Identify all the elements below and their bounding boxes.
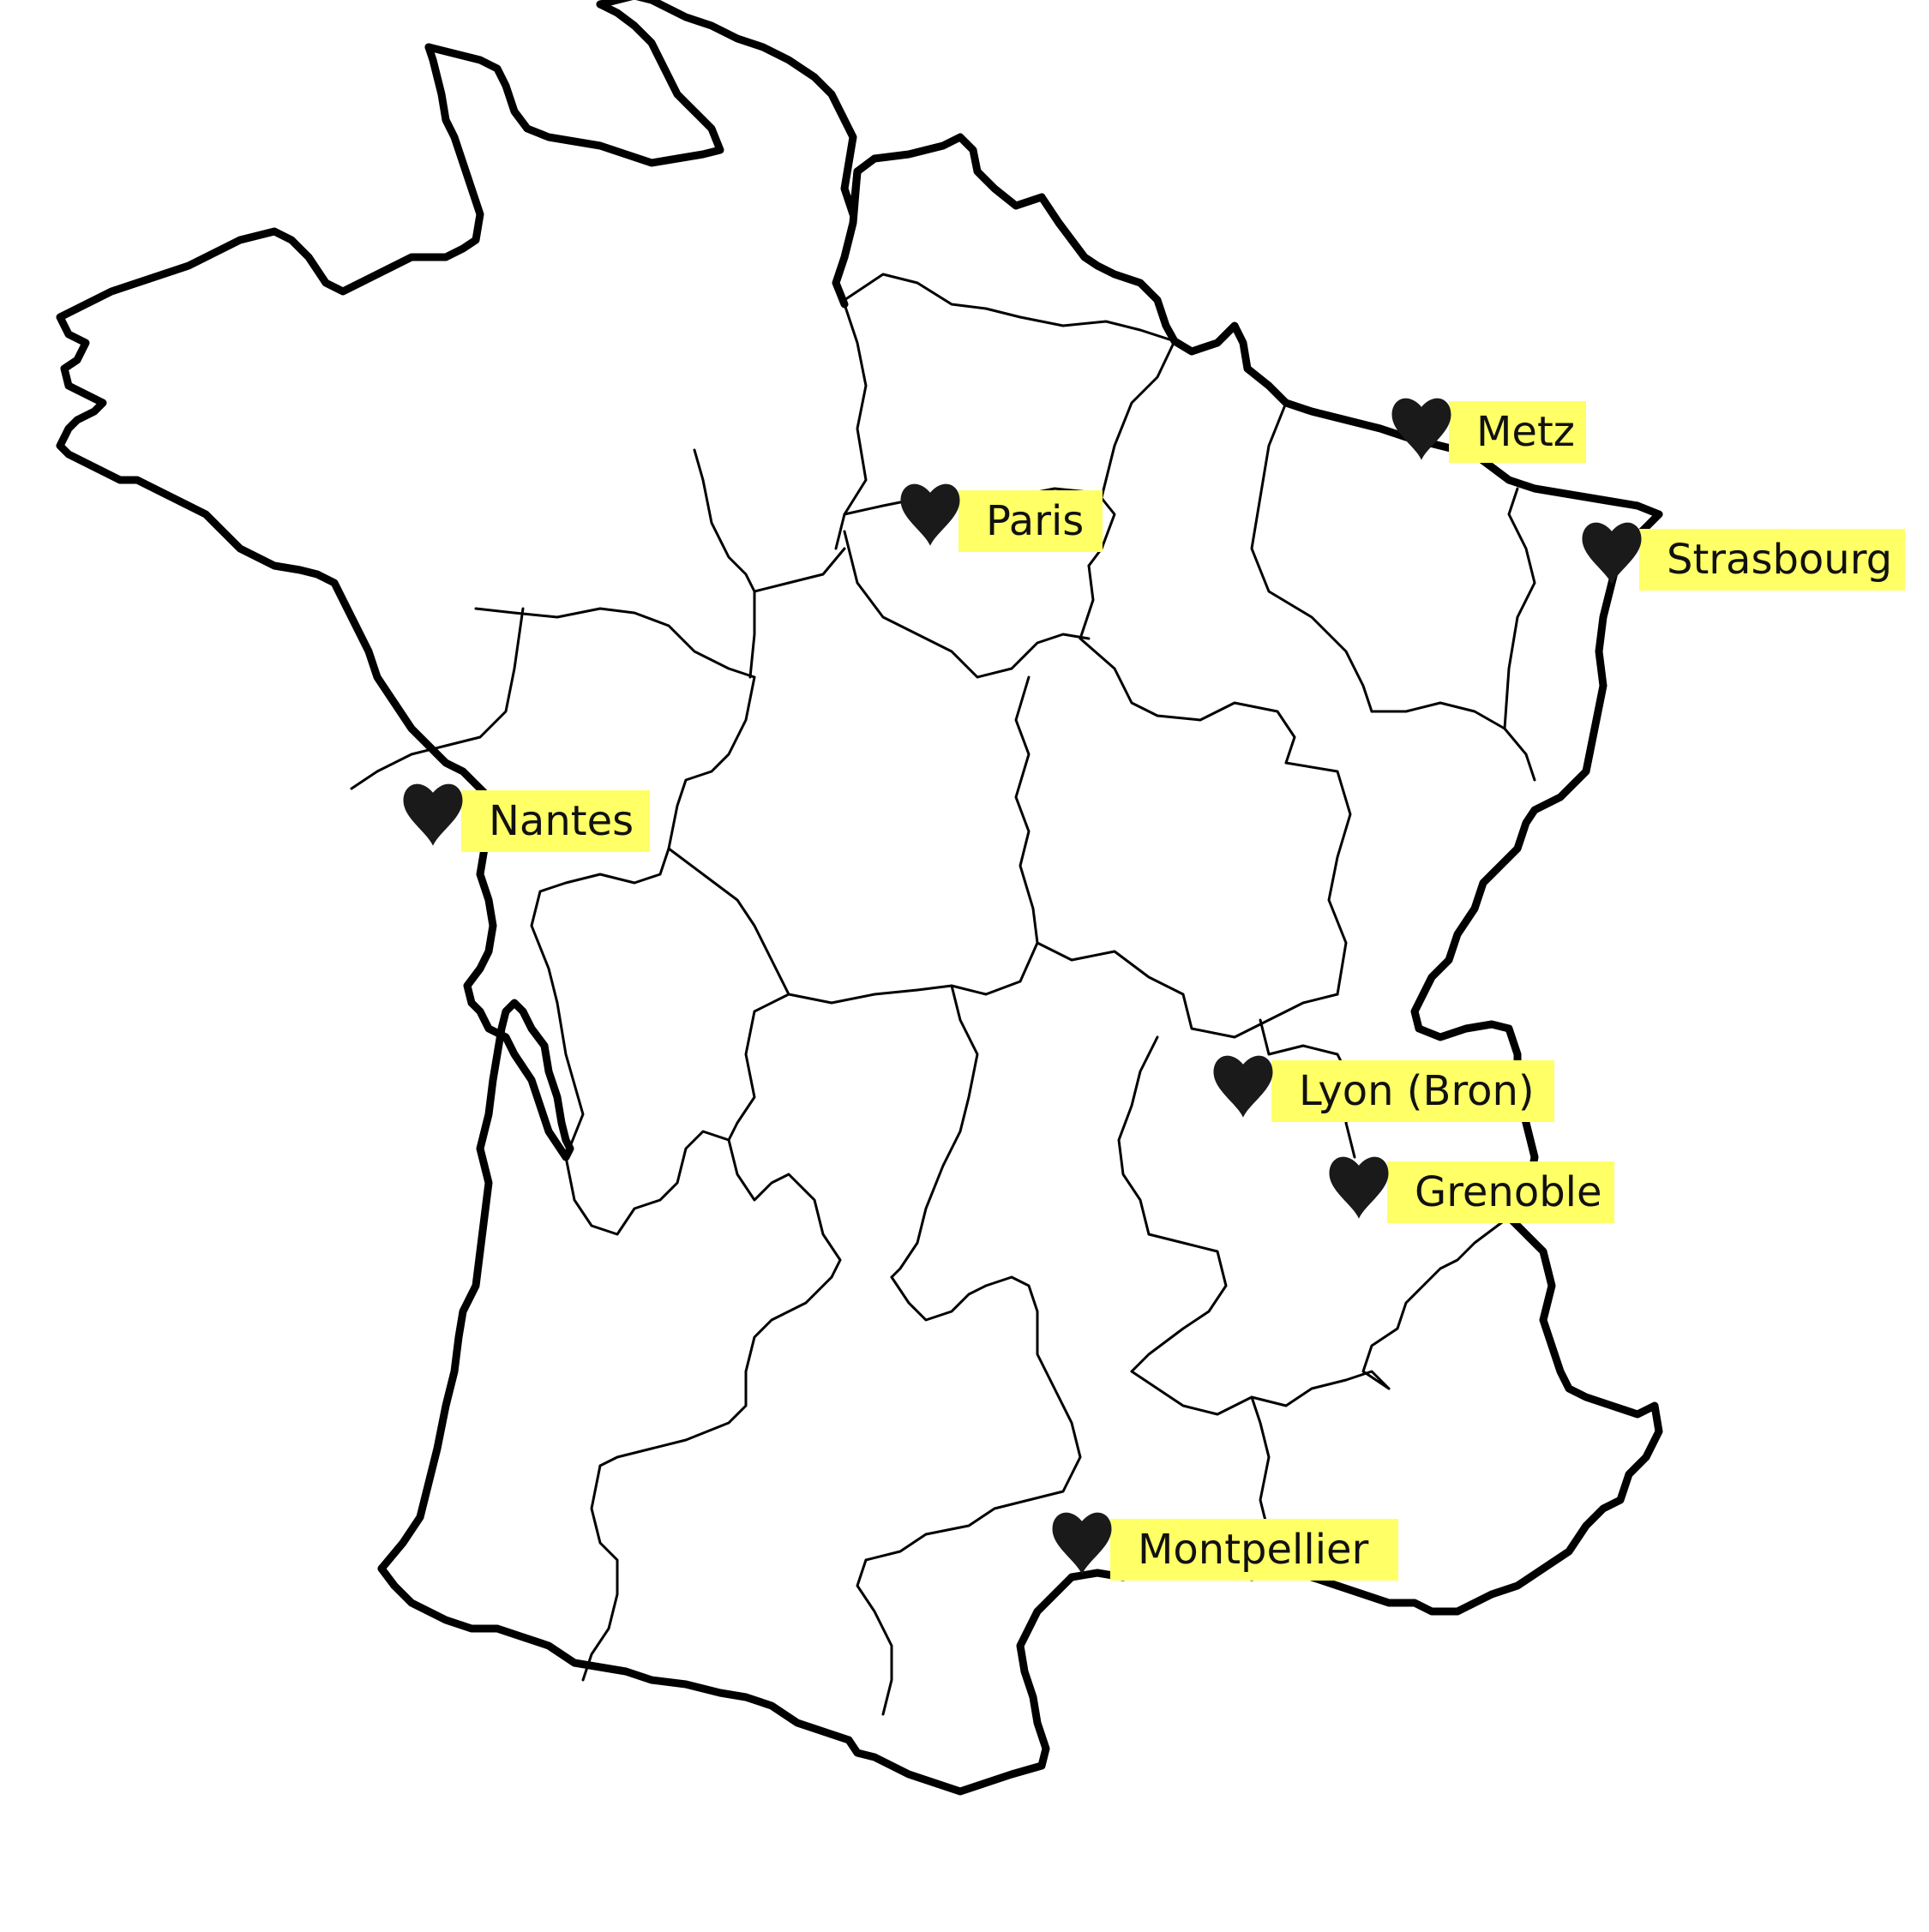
border-grand-est-west — [1079, 637, 1296, 765]
city-marker-metz: Metz — [1391, 398, 1586, 463]
region-borders — [350, 273, 1536, 1716]
outline-normandy — [424, 0, 724, 167]
border-auvergne-west — [890, 1275, 1039, 1322]
city-name: Metz — [1476, 408, 1575, 456]
heart-icon — [900, 483, 960, 546]
heart-icon — [1391, 398, 1451, 460]
city-label-highlight — [958, 490, 1103, 552]
city-name: Paris — [986, 497, 1084, 545]
border-bfc-south — [1036, 941, 1339, 1039]
border-poitou — [556, 1001, 730, 1236]
border-pays-loire-south — [530, 873, 636, 1005]
border-idf-grandest — [1079, 564, 1095, 640]
city-name: Grenoble — [1415, 1168, 1602, 1216]
outline-atlantic — [313, 570, 574, 1573]
outline-brittany — [56, 43, 484, 579]
heart-icon — [1052, 1512, 1112, 1575]
border-idf-east — [1096, 339, 1176, 516]
city-marker-nantes: Nantes — [403, 783, 650, 852]
outline-channel — [596, 0, 862, 219]
border-grand-est-lorraine — [1250, 401, 1373, 713]
border-bfc-east — [1370, 701, 1536, 782]
outline-pyrenees — [377, 1564, 853, 1744]
heart-icon — [1582, 522, 1642, 585]
city-label-highlight — [461, 790, 650, 852]
city-label-highlight — [1271, 1060, 1554, 1122]
border-centre-north — [753, 547, 846, 593]
border-ile-de-france-south — [843, 530, 1091, 679]
heart-icon — [1213, 1055, 1273, 1118]
border-occitanie-mid — [856, 1310, 1082, 1716]
border-normandy-centre — [693, 448, 756, 679]
country-outline — [56, 0, 1663, 1796]
border-rhone-paca — [1361, 1215, 1511, 1390]
city-label-highlight — [1110, 1519, 1398, 1581]
border-grand-est-alsace — [1503, 487, 1536, 730]
border-limousin-east — [890, 984, 979, 1279]
heart-icon — [403, 783, 463, 846]
city-marker-grenoble: Grenoble — [1329, 1156, 1614, 1223]
border-occitanie-west — [581, 1464, 619, 1682]
city-marker-montpellier: Montpellier — [1052, 1512, 1398, 1581]
border-pays-loire-east — [633, 675, 756, 885]
city-marker-paris: Paris — [900, 483, 1103, 552]
border-bfc-inner — [1284, 761, 1352, 996]
city-name: Nantes — [489, 797, 634, 845]
city-marker-strasbourg: Strasbourg — [1582, 522, 1905, 591]
outline-south-coast — [844, 1556, 1342, 1796]
border-occitanie-north — [598, 1275, 833, 1467]
border-rhone-alpes-south — [1130, 1370, 1391, 1416]
city-name: Strasbourg — [1667, 536, 1892, 584]
city-label-highlight — [1449, 401, 1586, 463]
city-label-highlight — [1639, 529, 1905, 591]
border-centre-south — [667, 847, 1039, 1005]
city-label-highlight — [1387, 1161, 1614, 1223]
border-normandy-south — [474, 607, 756, 679]
border-hauts-de-france-south — [843, 273, 1176, 343]
border-brittany-east — [350, 607, 525, 790]
border-limousin — [727, 993, 842, 1279]
city-name: Montpellier — [1138, 1526, 1369, 1574]
border-bfc-west — [1014, 675, 1039, 945]
city-marker-lyon: Lyon (Bron) — [1213, 1055, 1554, 1122]
border-rhone-alpes — [1259, 1018, 1356, 1159]
border-auvergne-east — [1117, 1035, 1228, 1373]
city-name: Lyon (Bron) — [1299, 1067, 1535, 1115]
heart-icon — [1329, 1156, 1389, 1219]
